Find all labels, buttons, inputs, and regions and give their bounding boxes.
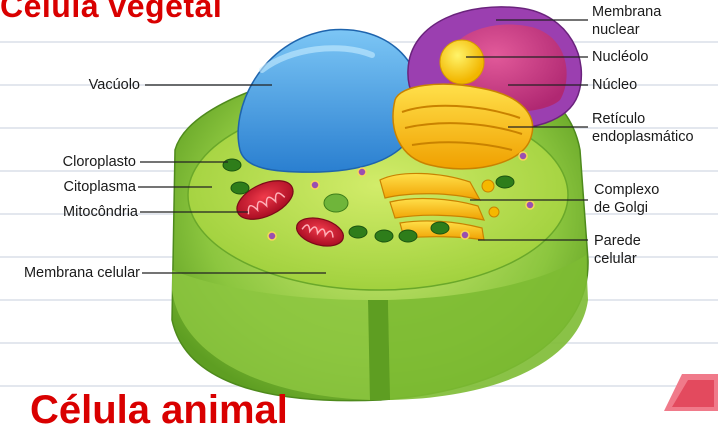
label-nucleo: Núcleo <box>592 76 637 94</box>
vacuole-shape <box>238 29 420 172</box>
label-membrana-nuclear-line2: nuclear <box>592 21 640 39</box>
label-citoplasma: Citoplasma <box>63 178 136 196</box>
label-complexo-line2: de Golgi <box>594 199 648 217</box>
label-vacuolo: Vacúolo <box>89 76 140 94</box>
label-mitocondria: Mitocôndria <box>63 203 138 221</box>
label-reticulo-line1: Retículo <box>592 110 645 128</box>
label-parede-line1: Parede <box>594 232 641 250</box>
label-cloroplasto: Cloroplasto <box>63 153 136 171</box>
label-reticulo-line2: endoplasmático <box>592 128 694 146</box>
nucleolus-shape <box>440 40 484 84</box>
label-membrana-celular: Membrana celular <box>24 264 140 282</box>
label-parede-line2: celular <box>594 250 637 268</box>
label-complexo-line1: Complexo <box>594 181 659 199</box>
next-arrow-icon[interactable] <box>664 374 718 411</box>
label-nucleolo: Nucléolo <box>592 48 648 66</box>
page-title: Célula vegetal <box>0 0 222 25</box>
label-membrana-nuclear-line1: Membrana <box>592 3 661 21</box>
